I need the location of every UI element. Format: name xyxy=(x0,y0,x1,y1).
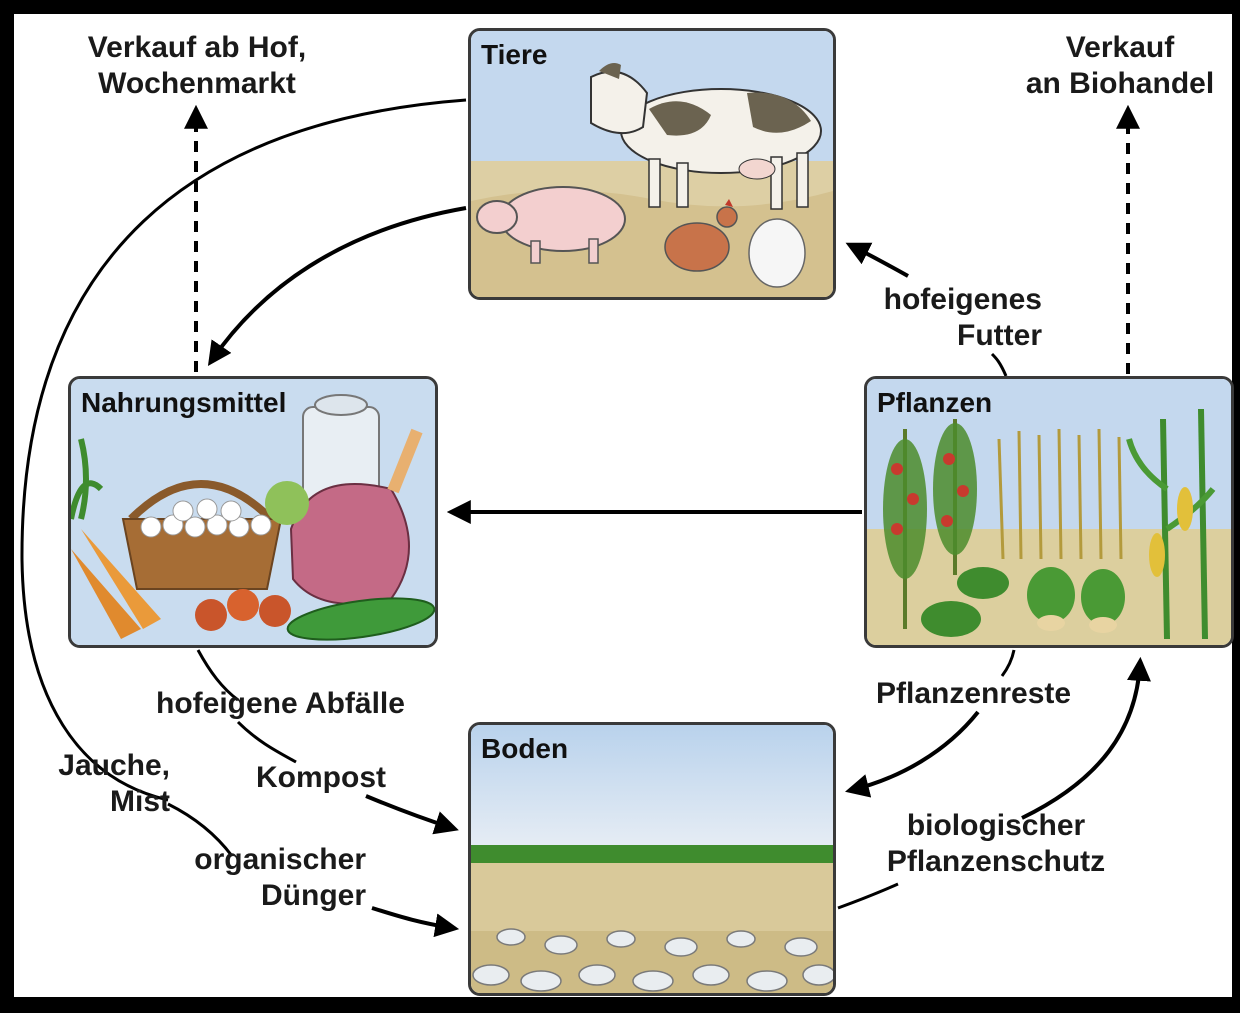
arrow-organischer-duenger xyxy=(372,908,452,928)
pflanzen-box: Pflanzen xyxy=(864,376,1234,648)
kompost-label: Kompost xyxy=(256,760,386,796)
arrow-futter xyxy=(852,246,908,276)
frame-border-bottom xyxy=(0,997,1240,1013)
pflanzenreste-label: Pflanzenreste xyxy=(876,676,1071,712)
arrow-pflanzenreste xyxy=(852,712,978,790)
duenger-label: organischer Dünger xyxy=(160,842,366,914)
grass-layer xyxy=(471,845,833,865)
futter-line1: hofeigenes xyxy=(846,282,1042,318)
arrow-pflanzenreste-line xyxy=(1002,650,1014,676)
verkauf-bio-line1: Verkauf xyxy=(1008,30,1232,66)
futter-label: hofeigenes Futter xyxy=(846,282,1042,354)
verkauf-bio-line2: an Biohandel xyxy=(1008,66,1232,102)
futter-line2: Futter xyxy=(846,318,1042,354)
pflanzen-title: Pflanzen xyxy=(877,387,992,419)
boden-box: Boden xyxy=(468,722,836,996)
verkauf-hof-label: Verkauf ab Hof, Wochenmarkt xyxy=(62,30,332,102)
frame-border-top xyxy=(0,0,1240,14)
duenger-line1: organischer xyxy=(160,842,366,878)
nahrungsmittel-title: Nahrungsmittel xyxy=(81,387,286,419)
soil-illustration xyxy=(471,725,833,993)
jauche-line1: Jauche, xyxy=(30,748,170,784)
frame-border-left xyxy=(0,0,14,1013)
topsoil-layer xyxy=(471,863,833,935)
tiere-title: Tiere xyxy=(481,39,547,71)
pflanzenschutz-label: biologischer Pflanzenschutz xyxy=(866,808,1126,880)
arrow-kompost xyxy=(366,796,452,828)
boden-title: Boden xyxy=(481,733,568,765)
nahrungsmittel-box: Nahrungsmittel xyxy=(68,376,438,648)
schutz-line1: biologischer xyxy=(866,808,1126,844)
abfaelle-label: hofeigene Abfälle xyxy=(156,686,405,722)
verkauf-bio-label: Verkauf an Biohandel xyxy=(1008,30,1232,102)
lettuce-icon xyxy=(265,481,309,525)
arrow-abfaelle-line2 xyxy=(238,722,296,762)
duenger-line2: Dünger xyxy=(160,878,366,914)
jauche-mist-label: Jauche, Mist xyxy=(30,748,170,820)
arrow-schutz-lower xyxy=(838,884,898,908)
arrow-tiere-to-nahrung xyxy=(212,208,466,360)
jauche-line2: Mist xyxy=(30,784,170,820)
arrow-futter-line xyxy=(992,354,1006,376)
verkauf-hof-line1: Verkauf ab Hof, xyxy=(62,30,332,66)
verkauf-hof-line2: Wochenmarkt xyxy=(62,66,332,102)
tiere-box: Tiere xyxy=(468,28,836,300)
schutz-line2: Pflanzenschutz xyxy=(866,844,1126,880)
